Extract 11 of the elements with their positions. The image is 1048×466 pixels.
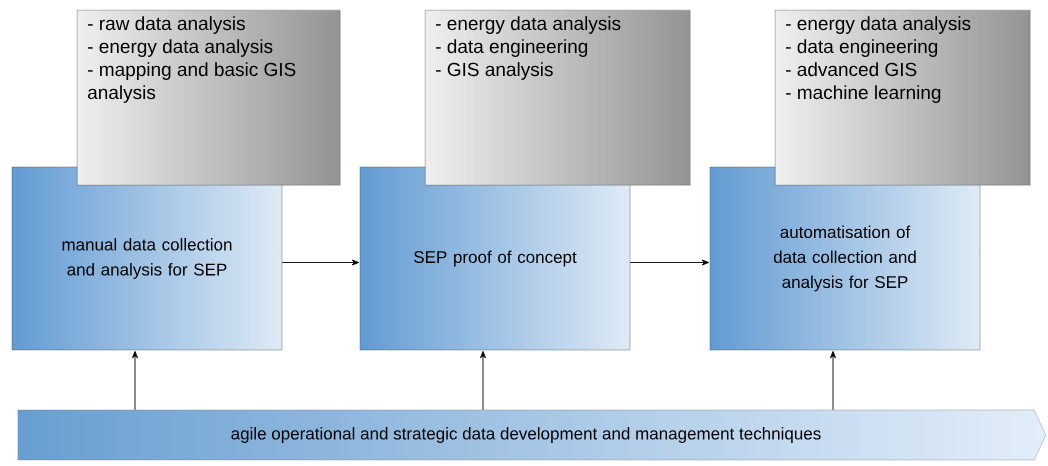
- arrow: [281, 259, 359, 266]
- arrow: [830, 351, 836, 411]
- list-box: - energy data analysis - data engineering - advanced GIS - machine learning: [775, 10, 1031, 186]
- list-box: - raw data analysis - energy data analysis - mapping and basic GIS analysis: [77, 10, 341, 186]
- list-box: - energy data analysis - data engineering - GIS analysis: [425, 10, 691, 186]
- arrow: [132, 351, 138, 411]
- process-box: SEP proof of concept: [359, 166, 631, 351]
- process-box: manual data collection and analysis for SEP: [11, 166, 283, 351]
- arrow: [629, 259, 710, 266]
- process-box: automatisation of data collection and analysis for SEP: [709, 166, 981, 351]
- arrow: [480, 351, 486, 411]
